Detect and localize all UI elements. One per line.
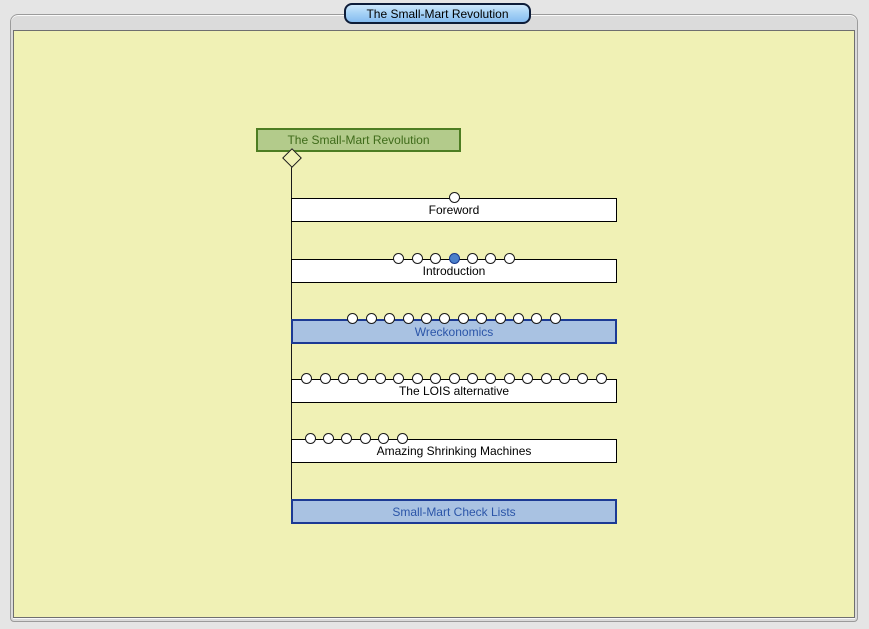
section-dot[interactable] (503, 253, 515, 264)
section-dot[interactable] (319, 373, 331, 384)
section-dot[interactable] (393, 253, 405, 264)
chapter-row: The LOIS alternative (291, 373, 617, 405)
section-dot[interactable] (540, 373, 552, 384)
section-dot[interactable] (341, 433, 353, 444)
section-dot[interactable] (301, 373, 313, 384)
section-dot[interactable] (411, 373, 423, 384)
section-dot[interactable] (338, 373, 350, 384)
section-dot[interactable] (439, 313, 451, 324)
section-dot[interactable] (558, 373, 570, 384)
section-dot[interactable] (448, 373, 460, 384)
chapter-row: Amazing Shrinking Machines (291, 433, 617, 465)
section-dot[interactable] (430, 253, 442, 264)
root-node[interactable]: The Small-Mart Revolution (256, 128, 461, 152)
section-dot[interactable] (322, 433, 334, 444)
section-dot[interactable] (512, 313, 524, 324)
section-dot[interactable] (393, 373, 405, 384)
section-dot[interactable] (374, 373, 386, 384)
section-dot[interactable] (347, 313, 359, 324)
chapter-row: Foreword (291, 192, 617, 224)
section-dot[interactable] (494, 313, 506, 324)
chapter-row: Small-Mart Check Lists (291, 499, 617, 525)
section-dot[interactable] (356, 373, 368, 384)
section-dot[interactable] (457, 313, 469, 324)
section-dot[interactable] (384, 313, 396, 324)
section-dot[interactable] (430, 373, 442, 384)
chapter-box-small-mart-check-lists[interactable]: Small-Mart Check Lists (291, 499, 617, 524)
chapter-row: Introduction (291, 253, 617, 285)
section-dot[interactable] (577, 373, 589, 384)
section-dot[interactable] (485, 253, 497, 264)
section-dot[interactable] (549, 313, 561, 324)
section-dot[interactable] (411, 253, 423, 264)
section-dot[interactable] (448, 192, 460, 203)
section-dot[interactable] (522, 373, 534, 384)
section-dot[interactable] (503, 373, 515, 384)
section-dot[interactable] (304, 433, 316, 444)
section-dot[interactable] (365, 313, 377, 324)
section-dot-selected[interactable] (448, 253, 460, 264)
section-dot[interactable] (595, 373, 607, 384)
section-dot[interactable] (476, 313, 488, 324)
chapter-box-wreckonomics[interactable]: Wreckonomics (291, 319, 617, 344)
section-dot[interactable] (396, 433, 408, 444)
section-dot[interactable] (531, 313, 543, 324)
chapter-row: Wreckonomics (291, 313, 617, 345)
chapter-box-amazing-shrinking-machines[interactable]: Amazing Shrinking Machines (291, 439, 617, 463)
section-dot[interactable] (466, 253, 478, 264)
section-dot[interactable] (402, 313, 414, 324)
section-dot[interactable] (420, 313, 432, 324)
section-dot[interactable] (378, 433, 390, 444)
section-dot[interactable] (485, 373, 497, 384)
section-dot[interactable] (466, 373, 478, 384)
section-dot[interactable] (359, 433, 371, 444)
tab-small-mart-revolution[interactable]: The Small-Mart Revolution (344, 3, 531, 24)
